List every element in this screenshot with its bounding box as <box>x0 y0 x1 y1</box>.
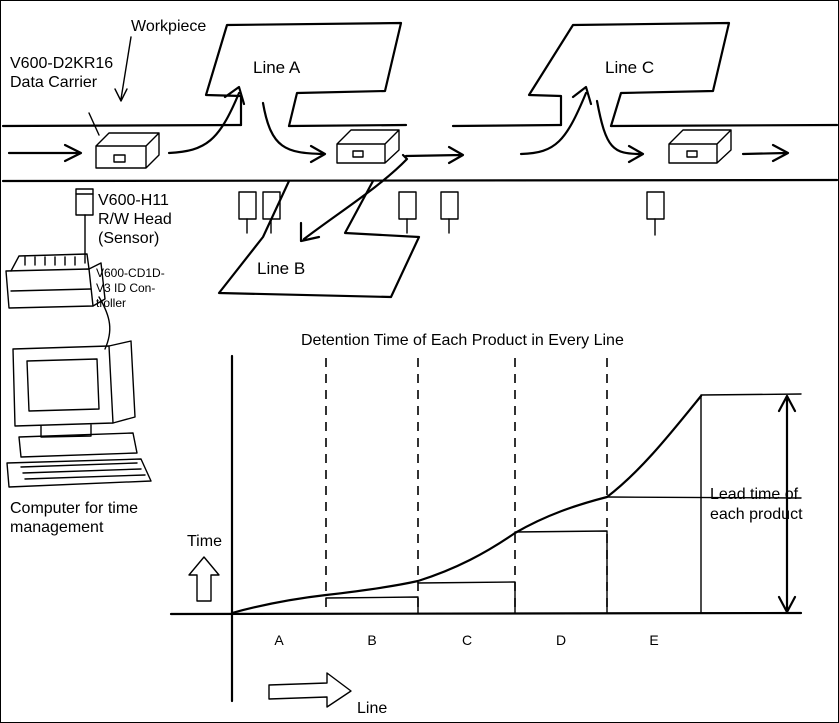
line-direction-arrow <box>268 672 352 708</box>
flow-arrow-from-line-a <box>261 101 327 164</box>
data-carrier-pointer <box>88 112 100 136</box>
label-carrier-model: V600-D2KR16 <box>10 55 113 72</box>
segment-label-e: E <box>649 632 658 648</box>
lead-time-label-1: Lead time of <box>710 486 799 503</box>
line-b-outline <box>217 179 421 299</box>
line-c-outline <box>527 21 731 128</box>
label-carrier-name: Data Carrier <box>10 74 98 91</box>
line-axis <box>169 611 803 616</box>
computer-workstation <box>6 340 152 488</box>
workpiece-pointer <box>114 36 132 102</box>
conveyor-top-edge <box>1 123 838 128</box>
label-head-name: R/W Head <box>98 211 172 228</box>
label-controller-1: V600-CD1D- <box>96 266 165 280</box>
label-computer-2: management <box>10 519 104 536</box>
flow-arrow-to-line-c <box>519 85 593 156</box>
workpiece-3 <box>668 129 732 164</box>
rw-head-sensor-1 <box>75 188 94 216</box>
label-head-note: (Sensor) <box>98 230 159 247</box>
label-workpiece: Workpiece <box>131 18 206 35</box>
segment-label-a: A <box>274 632 284 648</box>
detention-steps <box>325 496 802 614</box>
label-line-c: Line C <box>605 58 654 77</box>
flow-arrow-from-line-b <box>404 145 465 165</box>
entry-arrow <box>7 143 83 163</box>
cumulative-time-curve <box>230 394 703 615</box>
rw-head-sensor-4 <box>398 191 417 234</box>
rw-head-sensor-5 <box>440 191 459 234</box>
time-direction-arrow <box>188 556 220 602</box>
workpiece-1 <box>95 132 160 169</box>
id-controller-device <box>5 253 106 309</box>
line-a-outline <box>204 21 403 128</box>
label-line-a: Line A <box>253 58 301 77</box>
lead-time-span-arrow <box>777 394 797 614</box>
lead-time-label-2: each product <box>710 506 803 523</box>
lead-top-line <box>700 393 802 396</box>
label-controller-3: troller <box>96 296 126 310</box>
label-line-b: Line B <box>257 259 305 278</box>
rw-head-sensor-3 <box>262 191 281 234</box>
segment-label-c: C <box>462 632 472 648</box>
conveyor-bottom-edge <box>1 178 838 183</box>
rw-head-sensor-2 <box>238 191 257 234</box>
label-head-model: V600-H11 <box>98 192 169 209</box>
flow-arrow-from-line-c <box>595 99 645 164</box>
segment-label-b: B <box>367 632 376 648</box>
workpiece-2 <box>336 129 400 164</box>
chart-title: Detention Time of Each Product in Every … <box>301 332 624 349</box>
segment-label-d: D <box>556 632 566 648</box>
line-axis-label: Line <box>357 700 387 717</box>
label-computer-1: Computer for time <box>10 500 138 517</box>
time-axis-label: Time <box>187 533 222 550</box>
exit-arrow <box>741 143 790 163</box>
flow-arrow-to-line-a <box>167 85 246 155</box>
rw-head-sensor-6 <box>646 191 665 236</box>
controller-cable <box>98 296 111 350</box>
label-controller-2: V3 ID Con- <box>96 281 155 295</box>
flow-arrow-to-line-b <box>299 153 409 243</box>
